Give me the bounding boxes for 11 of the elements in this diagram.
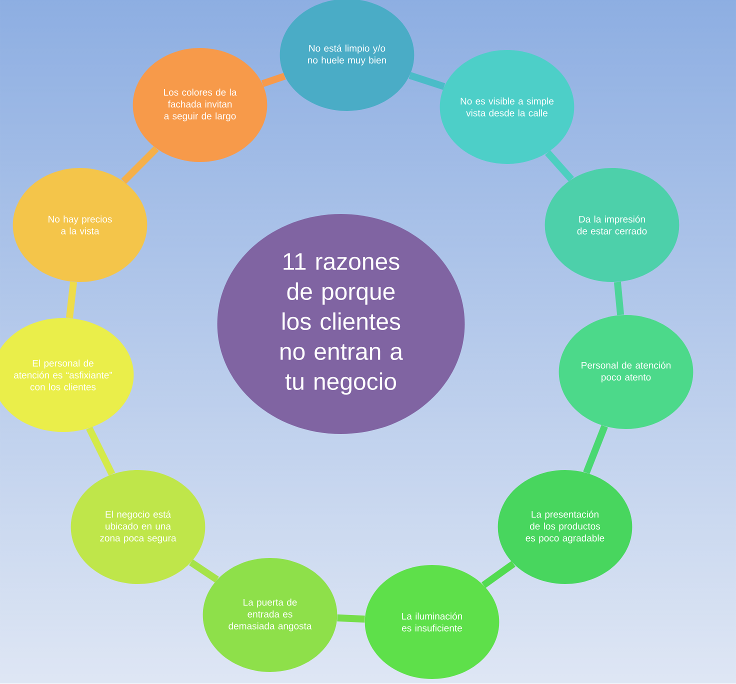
connector: [261, 72, 286, 88]
connector: [583, 424, 608, 474]
connector: [189, 559, 219, 583]
connector: [121, 146, 159, 184]
connector: [66, 282, 78, 318]
connector: [86, 426, 116, 476]
connector: [545, 150, 574, 182]
connector: [482, 560, 516, 588]
connector: [614, 282, 624, 316]
connector: [337, 614, 365, 623]
connector: [408, 72, 446, 90]
